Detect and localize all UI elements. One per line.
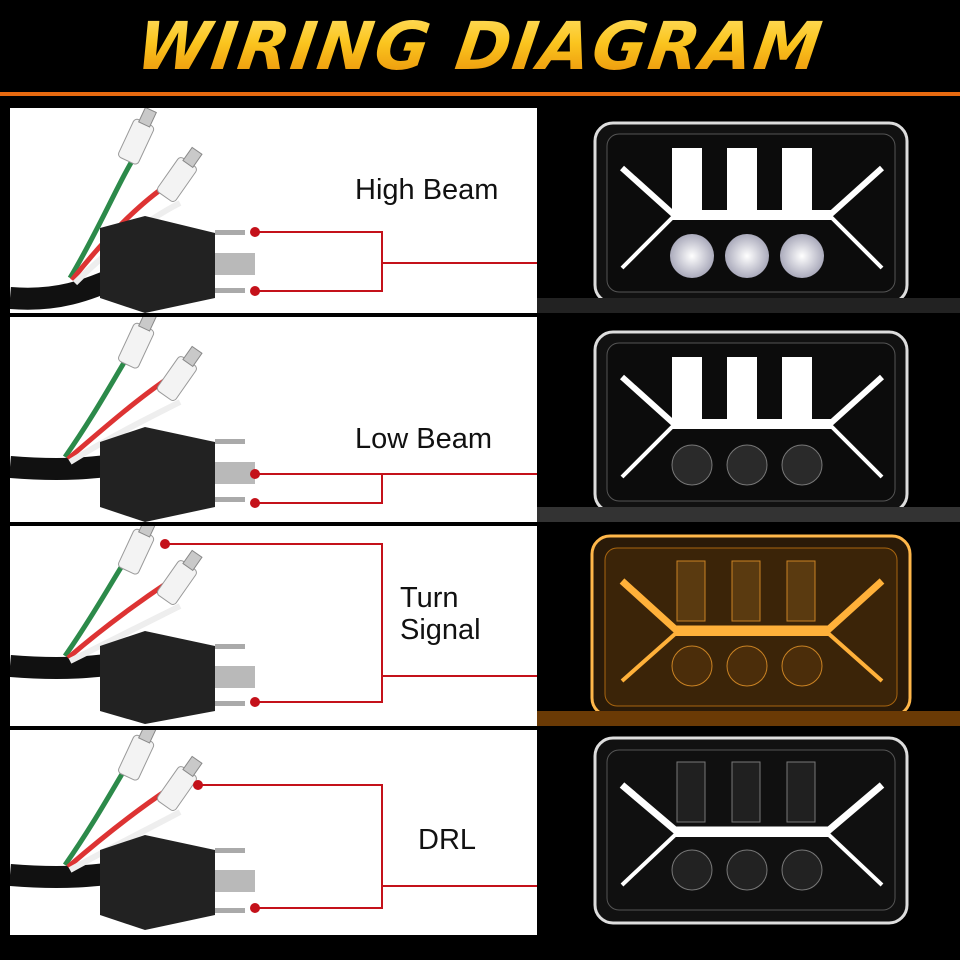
label-high-beam: High Beam xyxy=(355,174,498,206)
headlight-photo xyxy=(537,317,960,522)
page-title: WIRING DIAGRAM xyxy=(0,8,960,85)
label-line: Low Beam xyxy=(355,423,493,455)
wiring-area: Turn Signal xyxy=(10,526,537,726)
wiring-area: Low Beam xyxy=(10,317,537,522)
panel-turn-signal: Turn Signal xyxy=(10,526,960,726)
spade-terminal-icon xyxy=(156,146,203,202)
headlight-icon xyxy=(537,121,960,313)
header: WIRING DIAGRAM xyxy=(0,0,960,104)
label-line: DRL xyxy=(418,824,477,856)
headlight-icon xyxy=(537,330,960,522)
label-line: Signal xyxy=(400,614,481,646)
spade-terminal-icon xyxy=(156,345,203,401)
label-line: Turn xyxy=(400,582,459,614)
panel-drl: DRL xyxy=(10,730,960,935)
label-line: High Beam xyxy=(355,174,499,206)
wiring-svg xyxy=(10,526,537,724)
panel-low-beam: Low Beam xyxy=(10,317,960,522)
h4-connector-icon xyxy=(100,427,255,522)
label-drl: DRL xyxy=(418,824,476,856)
headlight-photo xyxy=(537,108,960,313)
wiring-svg xyxy=(10,108,537,313)
spade-terminal-icon xyxy=(118,108,157,165)
spade-terminal-icon xyxy=(118,317,157,369)
wiring-area: High Beam xyxy=(10,108,537,313)
header-rule xyxy=(0,92,960,96)
headlight-icon xyxy=(537,534,960,726)
wiring-area: DRL xyxy=(10,730,537,935)
headlight-photo xyxy=(537,730,960,935)
wiring-svg xyxy=(10,317,537,522)
spade-terminal-icon xyxy=(156,549,203,605)
spade-terminal-icon xyxy=(156,755,203,811)
h4-connector-icon xyxy=(100,835,255,930)
panel-high-beam: High Beam xyxy=(10,108,960,313)
label-low-beam: Low Beam xyxy=(355,423,492,455)
headlight-icon xyxy=(593,736,909,925)
spade-terminal-icon xyxy=(118,730,157,781)
h4-connector-icon xyxy=(100,631,255,724)
h4-connector-icon xyxy=(100,216,255,313)
headlight-photo xyxy=(537,526,960,726)
label-turn-signal: Turn Signal xyxy=(400,582,481,646)
spade-terminal-icon xyxy=(118,526,157,575)
wiring-svg xyxy=(10,730,537,930)
